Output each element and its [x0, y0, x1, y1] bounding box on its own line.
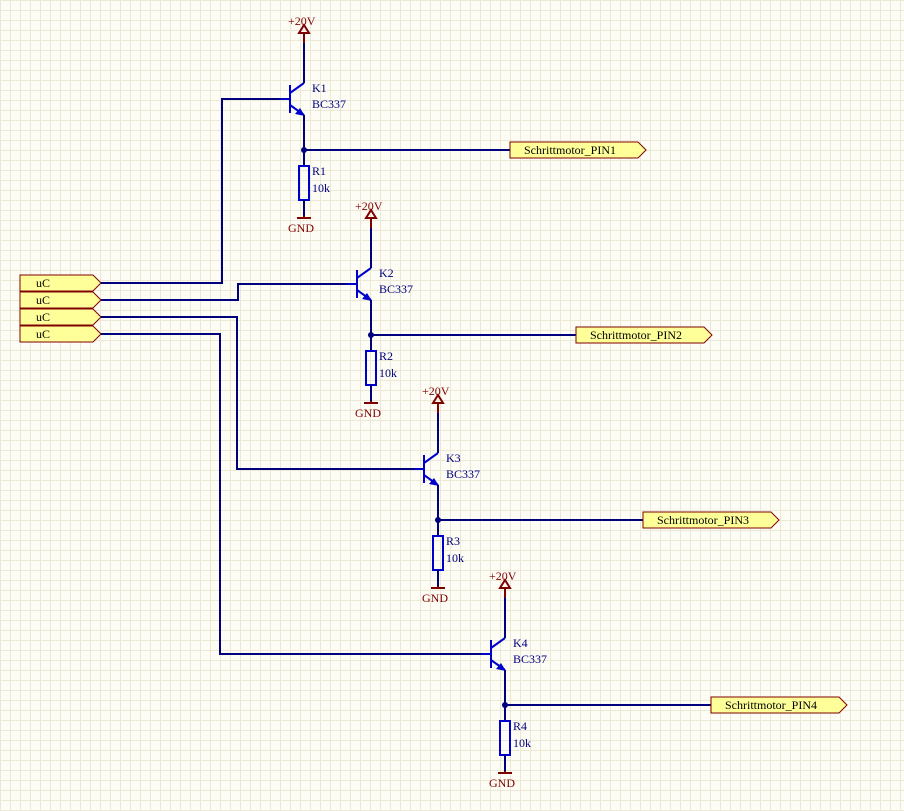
output-port: Schrittmotor_PIN4	[710, 696, 848, 714]
supply-label: +20V	[422, 384, 450, 398]
transistor-value: BC337	[312, 97, 346, 111]
output-port: Schrittmotor_PIN1	[509, 141, 647, 159]
supply-arrow	[364, 208, 378, 219]
collector-lead	[423, 452, 439, 464]
output-port: Schrittmotor_PIN2	[575, 326, 713, 344]
transistor-designator: K2	[379, 266, 394, 280]
resistor-value: 10k	[379, 366, 397, 380]
resistor-designator: R2	[379, 349, 393, 363]
resistor-designator: R3	[446, 534, 460, 548]
ground-symbol: GND	[355, 401, 381, 420]
ground-symbol: GND	[422, 586, 448, 605]
emitter-arrow	[429, 478, 439, 486]
resistor-body	[298, 165, 310, 201]
collector-lead	[289, 82, 305, 94]
ground-symbol: GND	[489, 771, 515, 790]
ground-symbol: GND	[288, 216, 314, 235]
uc-port	[19, 325, 102, 343]
resistor-body	[365, 350, 377, 386]
output-port: Schrittmotor_PIN3	[642, 511, 780, 529]
ground-label: GND	[288, 221, 314, 235]
base-wire	[101, 98, 280, 284]
uc-port-label: uC	[36, 293, 50, 307]
output-port-shape	[509, 141, 647, 159]
resistor-value: 10k	[446, 551, 464, 565]
uc-port	[19, 274, 102, 292]
uc-port-label: uC	[36, 276, 50, 290]
supply-symbol: +20V	[355, 199, 383, 228]
output-port-label: Schrittmotor_PIN1	[524, 143, 616, 157]
supply-arrow	[297, 23, 311, 34]
resistor-value: 10k	[312, 181, 330, 195]
resistor-body	[499, 720, 511, 756]
transistor-value: BC337	[446, 467, 480, 481]
output-port-label: Schrittmotor_PIN2	[590, 328, 682, 342]
collector-lead	[490, 637, 506, 649]
ground-label: GND	[422, 591, 448, 605]
supply-label: +20V	[489, 569, 517, 583]
output-port-label: Schrittmotor_PIN4	[725, 698, 817, 712]
supply-label: +20V	[355, 199, 383, 213]
uc-port-label: uC	[36, 327, 50, 341]
input-port-group: uC uC uC uC	[19, 274, 102, 343]
uc-port	[19, 308, 102, 326]
transistor-value: BC337	[379, 282, 413, 296]
ground-label: GND	[489, 776, 515, 790]
collector-lead	[356, 267, 372, 279]
output-port-label: Schrittmotor_PIN3	[657, 513, 749, 527]
resistor-value: 10k	[513, 736, 531, 750]
resistor-designator: R4	[513, 719, 527, 733]
resistor-body	[432, 535, 444, 571]
resistor-designator: R1	[312, 164, 326, 178]
base-wire	[101, 283, 347, 301]
supply-symbol: +20V	[288, 14, 316, 43]
emitter-arrow	[496, 663, 506, 671]
supply-arrow	[498, 578, 512, 589]
supply-symbol: +20V	[489, 569, 517, 598]
transistor-designator: K1	[312, 81, 327, 95]
supply-label: +20V	[288, 14, 316, 28]
supply-arrow	[431, 393, 445, 404]
transistor-designator: K4	[513, 636, 528, 650]
transistor-value: BC337	[513, 652, 547, 666]
supply-symbol: +20V	[422, 384, 450, 413]
output-port-shape	[642, 511, 780, 529]
output-port-shape	[710, 696, 848, 714]
transistor-designator: K3	[446, 451, 461, 465]
emitter-arrow	[362, 293, 372, 301]
ground-label: GND	[355, 406, 381, 420]
output-port-shape	[575, 326, 713, 344]
emitter-arrow	[295, 108, 305, 116]
uc-port-label: uC	[36, 310, 50, 324]
base-wire	[101, 316, 414, 470]
base-wire	[101, 333, 481, 655]
uc-port	[19, 291, 102, 309]
